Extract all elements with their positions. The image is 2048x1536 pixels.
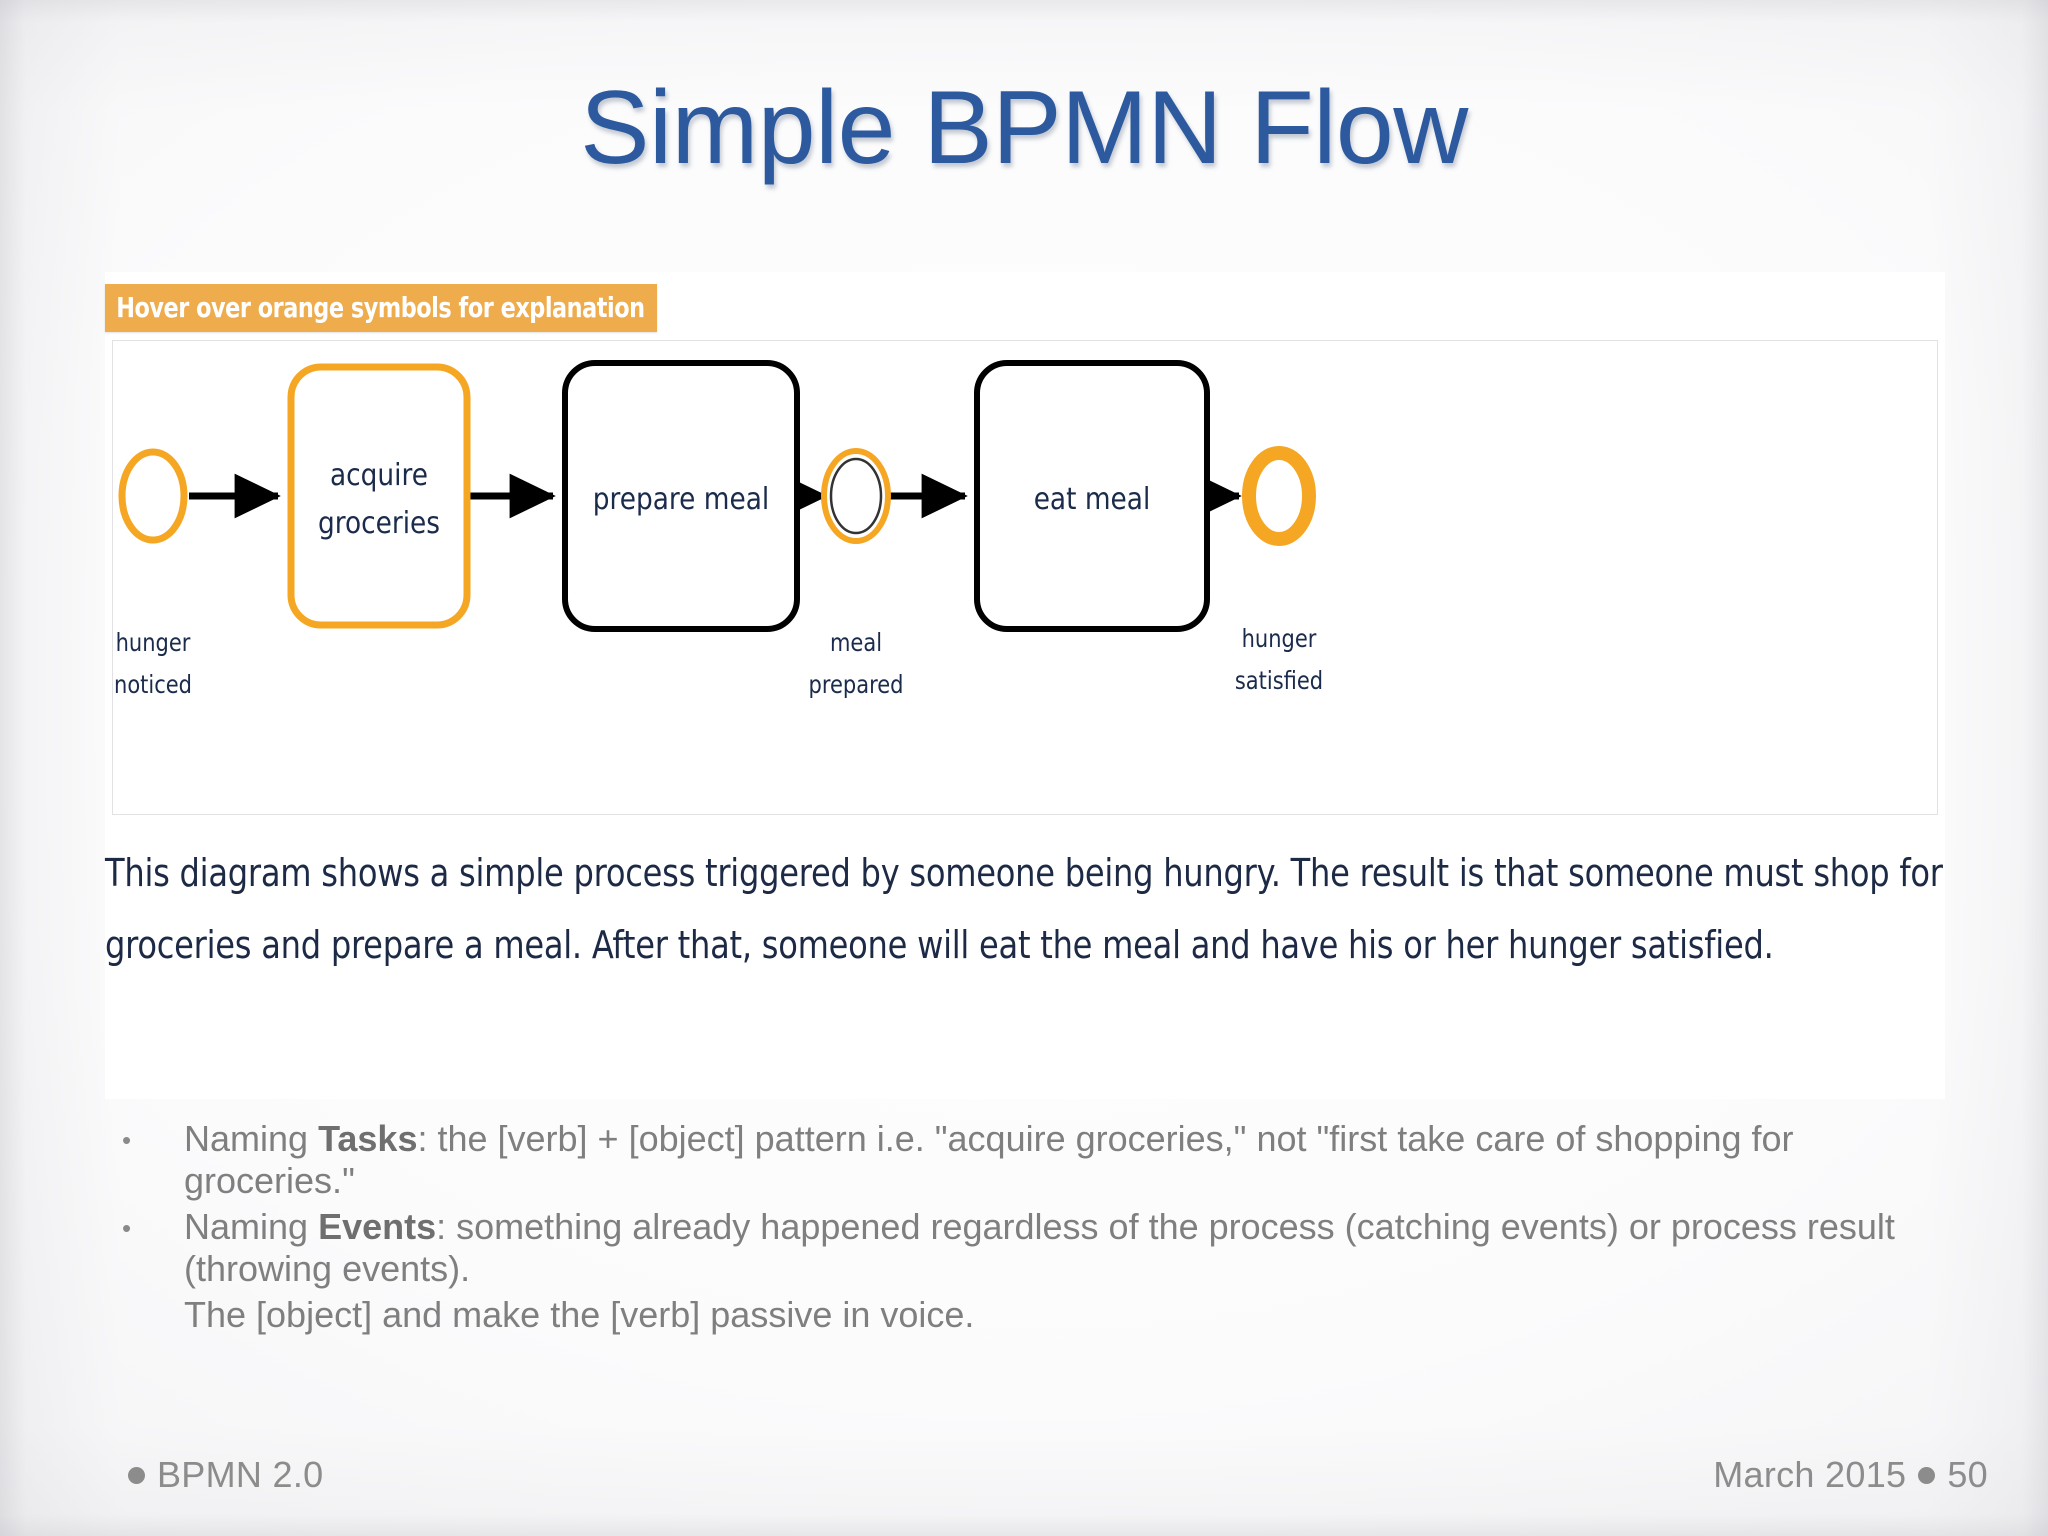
bpmn-caption-meal-prepared: meal prepared [808, 629, 903, 699]
svg-text:meal: meal [830, 629, 882, 657]
bullet-dot-icon [1918, 1466, 1936, 1484]
footer-date: March 2015 [1713, 1454, 1907, 1495]
svg-text:groceries: groceries [318, 505, 440, 540]
bpmn-diagram-canvas[interactable]: hunger noticed acquire groceries prepare… [112, 340, 1938, 815]
bpmn-node-task-prepare-meal[interactable]: prepare meal [562, 360, 800, 632]
svg-text:noticed: noticed [114, 671, 192, 699]
bullet-marker: • [122, 1125, 132, 1155]
footer-right: March 2015 50 [1713, 1454, 1988, 1496]
bullet-prefix: Naming [184, 1206, 319, 1247]
diagram-description: This diagram shows a simple process trig… [105, 851, 1943, 967]
svg-text:prepare meal: prepare meal [593, 481, 770, 516]
bpmn-node-task-eat-meal[interactable]: eat meal [974, 360, 1210, 632]
bullet-suffix: : something already happened regardless … [184, 1206, 1895, 1289]
bullet-prefix: Naming [184, 1118, 319, 1159]
bullet-dot-icon [128, 1466, 145, 1484]
svg-text:hunger: hunger [116, 629, 191, 657]
bpmn-screenshot-panel: Hover over orange symbols for explanatio… [105, 272, 1945, 1099]
page-number: 50 [1947, 1454, 1988, 1495]
page-title: Simple BPMN Flow [580, 70, 1468, 186]
footer-left: BPMN 2.0 [128, 1454, 323, 1496]
bullet-suffix: : the [verb] + [object] pattern i.e. "ac… [184, 1118, 1794, 1201]
svg-text:hunger: hunger [1242, 625, 1317, 653]
bullet-marker: • [122, 1213, 132, 1243]
list-item: • Naming Events: something already happe… [112, 1206, 1982, 1290]
list-item: • Naming Tasks: the [verb] + [object] pa… [112, 1118, 1982, 1202]
svg-text:satisfied: satisfied [1235, 667, 1323, 695]
bullet-strong: Events [318, 1206, 437, 1247]
bullet-text: Naming Events: something already happene… [184, 1206, 1982, 1290]
svg-text:prepared: prepared [808, 671, 903, 699]
bullet-text: Naming Tasks: the [verb] + [object] patt… [184, 1118, 1982, 1202]
footer-left-label: BPMN 2.0 [157, 1454, 324, 1495]
svg-text:eat meal: eat meal [1034, 481, 1151, 516]
notes-bullet-list: • Naming Tasks: the [verb] + [object] pa… [112, 1118, 1982, 1336]
bpmn-diagram: hunger noticed acquire groceries prepare… [114, 360, 1323, 699]
bpmn-node-intermediate-event[interactable] [821, 448, 891, 544]
bpmn-node-start-event[interactable] [118, 448, 188, 544]
svg-text:acquire: acquire [330, 457, 428, 492]
bpmn-node-end-event[interactable] [1242, 446, 1316, 546]
bpmn-node-task-acquire-groceries[interactable]: acquire groceries [287, 363, 471, 629]
bpmn-caption-hunger-satisfied: hunger satisfied [1235, 625, 1323, 695]
bpmn-caption-hunger-noticed: hunger noticed [114, 629, 192, 699]
bullet-note: The [object] and make the [verb] passive… [184, 1294, 975, 1335]
hover-hint-banner: Hover over orange symbols for explanatio… [105, 284, 658, 332]
bullet-strong: Tasks [318, 1118, 418, 1159]
